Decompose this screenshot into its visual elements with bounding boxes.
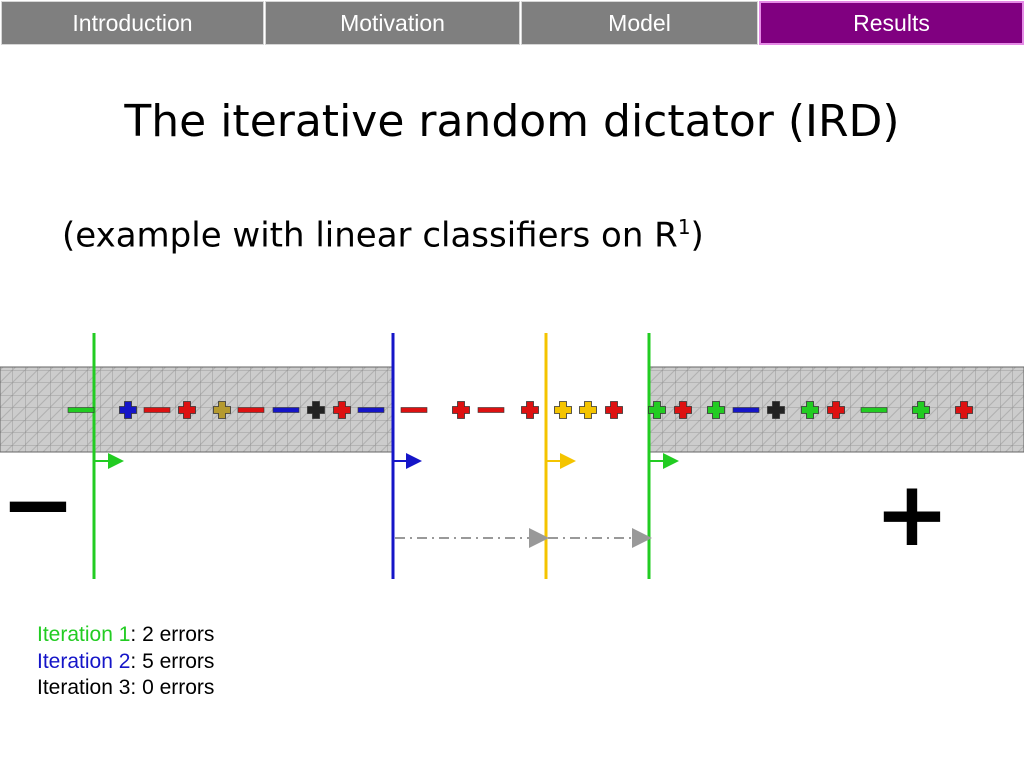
tab-introduction[interactable]: Introduction bbox=[1, 1, 264, 45]
slide-title: The iterative random dictator (IRD) bbox=[124, 96, 900, 147]
plus-point-green bbox=[707, 401, 725, 419]
plus-point-red bbox=[178, 401, 196, 419]
legend-iteration-2-label: Iteration 2 bbox=[37, 649, 131, 673]
legend-iteration-1-errors: : 2 errors bbox=[130, 623, 215, 646]
subtitle-end: ) bbox=[690, 215, 704, 256]
legend-iteration-1-label: Iteration 1 bbox=[37, 623, 131, 646]
plus-point-red bbox=[521, 401, 539, 419]
data-points bbox=[67, 401, 973, 419]
slide-subtitle: (example with linear classifiers on R1) bbox=[62, 215, 704, 255]
plus-point-red bbox=[827, 401, 845, 419]
plus-point-red bbox=[674, 401, 692, 419]
plus-point-yellow bbox=[554, 401, 572, 419]
plus-point-red bbox=[452, 401, 470, 419]
legend-row-iteration-3: Iteration 3: 0 errors bbox=[37, 675, 214, 702]
minus-point-red bbox=[400, 407, 428, 413]
minus-point-blue bbox=[732, 407, 760, 413]
plus-point-green bbox=[648, 401, 666, 419]
excluded-region-left bbox=[0, 366, 394, 453]
plus-point-green bbox=[801, 401, 819, 419]
minus-point-red bbox=[237, 407, 265, 413]
legend-row-iteration-2: Iteration 2: 5 errors bbox=[37, 649, 214, 676]
plus-point-red bbox=[605, 401, 623, 419]
legend-iteration-3-errors: : 0 errors bbox=[130, 676, 215, 699]
legend-iteration-3-label: Iteration 3 bbox=[37, 676, 131, 699]
subtitle-text: (example with linear classifiers on R bbox=[62, 215, 678, 256]
minus-point-blue bbox=[272, 407, 300, 413]
minus-point-green bbox=[67, 407, 95, 413]
plus-point-blue bbox=[119, 401, 137, 419]
minus-point-red bbox=[143, 407, 171, 413]
tab-model[interactable]: Model bbox=[521, 1, 758, 45]
plus-point-green bbox=[912, 401, 930, 419]
navigation-bar: Introduction Motivation Model Results bbox=[0, 0, 1024, 48]
legend-iteration-2-errors: : 5 errors bbox=[130, 649, 215, 673]
minus-point-green bbox=[860, 407, 888, 413]
plus-point-black bbox=[307, 401, 325, 419]
subtitle-superscript: 1 bbox=[677, 215, 691, 239]
tab-motivation[interactable]: Motivation bbox=[265, 1, 520, 45]
plus-point-red bbox=[333, 401, 351, 419]
tab-results[interactable]: Results bbox=[759, 1, 1024, 45]
minus-point-red bbox=[477, 407, 505, 413]
iteration-legend: Iteration 1: 2 errors Iteration 2: 5 err… bbox=[37, 622, 214, 702]
classifier-diagram: − + bbox=[0, 333, 1024, 579]
minus-point-blue bbox=[357, 407, 385, 413]
big-minus-sign: − bbox=[0, 452, 75, 557]
big-plus-sign: + bbox=[874, 462, 949, 567]
plus-point-olive bbox=[213, 401, 231, 419]
legend-row-iteration-1: Iteration 1: 2 errors bbox=[37, 622, 214, 649]
plus-point-black bbox=[767, 401, 785, 419]
plus-point-yellow bbox=[579, 401, 597, 419]
plus-point-red bbox=[955, 401, 973, 419]
